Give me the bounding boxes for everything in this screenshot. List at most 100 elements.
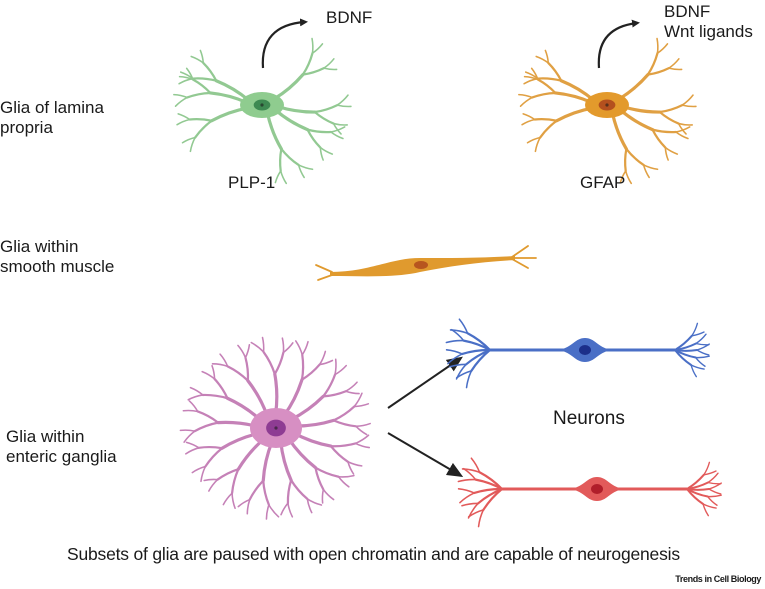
dendrite <box>664 146 679 155</box>
dendrite <box>658 110 680 125</box>
row-label-enteric-ganglia: Glia within enteric ganglia <box>6 427 117 466</box>
dendrite <box>646 67 671 76</box>
dendrite <box>280 147 300 167</box>
dendrite <box>211 364 216 380</box>
dendrite <box>306 128 333 134</box>
arrow-to-red-neuron <box>387 432 464 478</box>
dendrite <box>355 425 368 436</box>
dendrite <box>334 358 337 376</box>
dendrite <box>547 61 563 82</box>
neuron-red <box>457 457 722 528</box>
dendrite <box>533 118 558 122</box>
dendrite <box>690 364 698 378</box>
dendrite <box>646 52 659 76</box>
dendrite <box>237 344 247 359</box>
arrow-to-blue-neuron <box>387 356 463 409</box>
dendrite <box>294 340 304 356</box>
nucleus <box>591 484 603 494</box>
dendrite <box>279 170 288 185</box>
dendrite <box>201 393 229 400</box>
dendrite <box>226 365 250 382</box>
figure-caption: Subsets of glia are paused with open chr… <box>67 544 680 564</box>
dendrite <box>237 498 251 508</box>
nucleus <box>579 345 591 355</box>
dendrite <box>314 466 325 491</box>
dendrite <box>447 353 464 365</box>
dendrite <box>262 350 276 376</box>
dendrite <box>482 487 504 511</box>
dendrite <box>526 136 541 144</box>
dendrite <box>287 502 294 518</box>
dendrite <box>289 479 309 501</box>
dendrite <box>306 498 323 506</box>
dendrite <box>311 43 324 54</box>
nucleolus <box>605 103 609 107</box>
plp1-marker-label: PLP-1 <box>228 173 276 192</box>
dendrite <box>208 478 219 492</box>
dendrite <box>354 434 370 445</box>
dendrite <box>173 93 189 99</box>
dendrite <box>213 377 229 400</box>
dendrite <box>219 353 229 368</box>
dendrite <box>457 478 477 483</box>
dendrite <box>706 495 718 506</box>
dendrite <box>322 373 337 398</box>
dendrite <box>329 442 357 448</box>
dendrite <box>677 122 687 135</box>
dendrite <box>174 96 189 107</box>
gfap-secretion-label: BDNF Wnt ligands <box>664 2 753 41</box>
neurons-label: Neurons <box>553 408 625 429</box>
dendrite <box>332 419 358 428</box>
dendrite <box>330 126 346 133</box>
dendrite <box>523 75 539 81</box>
dendrite <box>642 164 650 179</box>
secretion-arrow-gfap <box>597 19 640 69</box>
dendrite <box>274 170 282 184</box>
dendrite <box>347 460 363 467</box>
dendrite <box>345 390 360 395</box>
dendrite <box>337 475 350 488</box>
dendrite <box>323 67 338 71</box>
dendrite <box>194 119 213 139</box>
dendrite <box>535 55 550 64</box>
dendrite <box>314 466 340 478</box>
row-label-lamina-propria: Glia of lamina propria <box>0 98 104 137</box>
dendrite <box>200 465 207 483</box>
dendrite <box>477 509 485 528</box>
dendrite <box>658 103 684 114</box>
dendrite <box>536 77 563 82</box>
dendrite <box>445 349 464 355</box>
dendrite <box>619 170 627 184</box>
dendrite <box>449 363 467 368</box>
dendrite <box>544 49 550 64</box>
dendrite <box>617 73 650 101</box>
dendrite <box>519 96 534 107</box>
dendrite <box>691 331 705 337</box>
dendrite <box>185 67 194 81</box>
dendrite <box>189 386 204 396</box>
dendrite <box>332 122 348 126</box>
dendrite <box>354 442 371 449</box>
dendrite <box>696 349 710 356</box>
dendrite <box>244 343 251 359</box>
dendrite <box>265 504 270 520</box>
process <box>315 264 333 273</box>
dendrite <box>337 474 355 478</box>
dendrite <box>696 343 710 351</box>
dendrite <box>323 58 335 69</box>
dendrite <box>355 422 371 428</box>
dendrite <box>191 78 212 95</box>
dendrite <box>301 52 314 76</box>
dendrite <box>336 94 349 106</box>
dendrite <box>265 111 283 151</box>
dendrite <box>686 488 705 505</box>
dendrite <box>313 103 339 114</box>
plp1-secretion-label: BDNF <box>326 8 373 27</box>
dendrite <box>193 421 220 433</box>
dendrite <box>691 322 699 337</box>
dendrite <box>190 55 205 64</box>
dendrite <box>300 363 321 381</box>
dendrite <box>539 119 558 139</box>
dendrite <box>534 136 541 153</box>
dendrite <box>675 126 691 133</box>
